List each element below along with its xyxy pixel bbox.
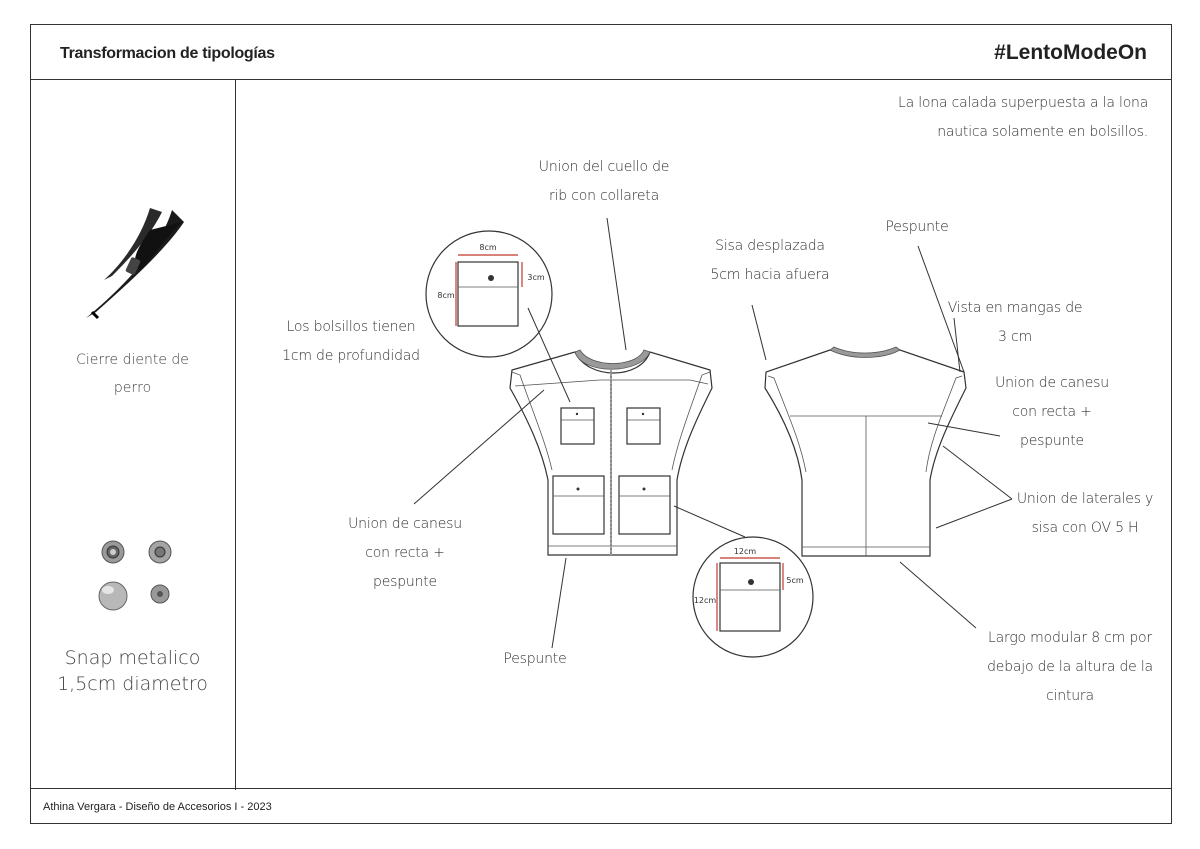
cuello-label: Union del cuello de rib con collareta	[528, 153, 680, 211]
vista-label-line: Vista en mangas de	[947, 300, 1083, 316]
small-pocket-height: 8cm	[437, 291, 454, 300]
canesu-front-label-line: pespunte	[373, 574, 437, 590]
front-vest-drawing	[509, 349, 713, 556]
footer-bar: Athina Vergara - Diseño de Accesorios I …	[31, 788, 1171, 823]
zipper-icon	[86, 208, 184, 320]
vista-label: Vista en mangas de 3 cm	[940, 294, 1090, 352]
small-pocket-detail	[425, 230, 553, 358]
sisa-label: Sisa desplazada 5cm hacia afuera	[700, 232, 840, 290]
sheet-frame: Transformacion de tipologías #LentoModeO…	[30, 24, 1172, 824]
lona-note-line: La lona calada superpuesta a la lona	[898, 95, 1149, 111]
snap-label: Snap metalico 1,5cm diametro	[30, 645, 235, 697]
vista-label-line: 3 cm	[998, 329, 1032, 345]
back-vest-drawing	[764, 346, 967, 557]
canesu-front-label-line: con recta +	[365, 545, 445, 561]
laterales-label: Union de laterales y sisa con OV 5 H	[1010, 485, 1160, 543]
largo-label-line: Largo modular 8 cm por	[988, 630, 1152, 646]
sisa-label-line: 5cm hacia afuera	[710, 267, 830, 283]
canesu-back-label-line: con recta +	[1012, 404, 1092, 420]
bolsillos-label-line: 1cm de profundidad	[282, 348, 420, 364]
pespunte-back-text: Pespunte	[885, 219, 949, 235]
pespunte-back-label: Pespunte	[872, 213, 962, 242]
large-pocket-flap: 5cm	[786, 576, 803, 585]
large-pocket-height: 12cm	[694, 596, 717, 605]
bolsillos-label: Los bolsillos tienen 1cm de profundidad	[276, 313, 426, 371]
small-pocket-width: 8cm	[479, 243, 496, 252]
canesu-front-label: Union de canesu con recta + pespunte	[335, 510, 475, 597]
materials-sidebar	[31, 80, 236, 790]
canesu-front-label-line: Union de canesu	[348, 516, 462, 532]
footer-credit: Athina Vergara - Diseño de Accesorios I …	[43, 801, 272, 813]
snap-button-icon	[98, 540, 172, 611]
laterales-label-line: Union de laterales y	[1016, 491, 1154, 507]
leader-lines	[413, 217, 1013, 649]
snap-label-line: Snap metalico	[64, 647, 201, 669]
header-bar: Transformacion de tipologías #LentoModeO…	[31, 25, 1171, 80]
hashtag: #LentoModeOn	[994, 41, 1147, 64]
largo-label-line: debajo de la altura de la	[987, 659, 1153, 675]
canesu-back-label: Union de canesu con recta + pespunte	[982, 369, 1122, 456]
canesu-back-label-line: Union de canesu	[995, 375, 1109, 391]
cuello-label-line: rib con collareta	[549, 188, 659, 204]
canesu-back-label-line: pespunte	[1020, 433, 1084, 449]
small-pocket-flap: 3cm	[527, 273, 544, 282]
sisa-label-line: Sisa desplazada	[715, 238, 825, 254]
lona-note-line: nautica solamente en bolsillos.	[937, 124, 1148, 140]
bolsillos-label-line: Los bolsillos tienen	[286, 319, 416, 335]
lona-note: La lona calada superpuesta a la lona nau…	[898, 89, 1148, 147]
large-pocket-detail	[692, 536, 814, 658]
pespunte-front-label: Pespunte	[490, 645, 580, 674]
largo-label-line: cintura	[1046, 688, 1094, 704]
snap-label-line: 1,5cm diametro	[57, 673, 208, 695]
page-title: Transformacion de tipologías	[60, 45, 275, 62]
cuello-label-line: Union del cuello de	[538, 159, 670, 175]
zipper-label-line: perro	[113, 380, 152, 396]
zipper-label: Cierre diente de perro	[30, 346, 235, 402]
pespunte-front-text: Pespunte	[503, 651, 567, 667]
zipper-label-line: Cierre diente de	[76, 352, 189, 368]
largo-label: Largo modular 8 cm por debajo de la altu…	[980, 624, 1160, 711]
large-pocket-width: 12cm	[734, 547, 757, 556]
laterales-label-line: sisa con OV 5 H	[1031, 520, 1139, 536]
